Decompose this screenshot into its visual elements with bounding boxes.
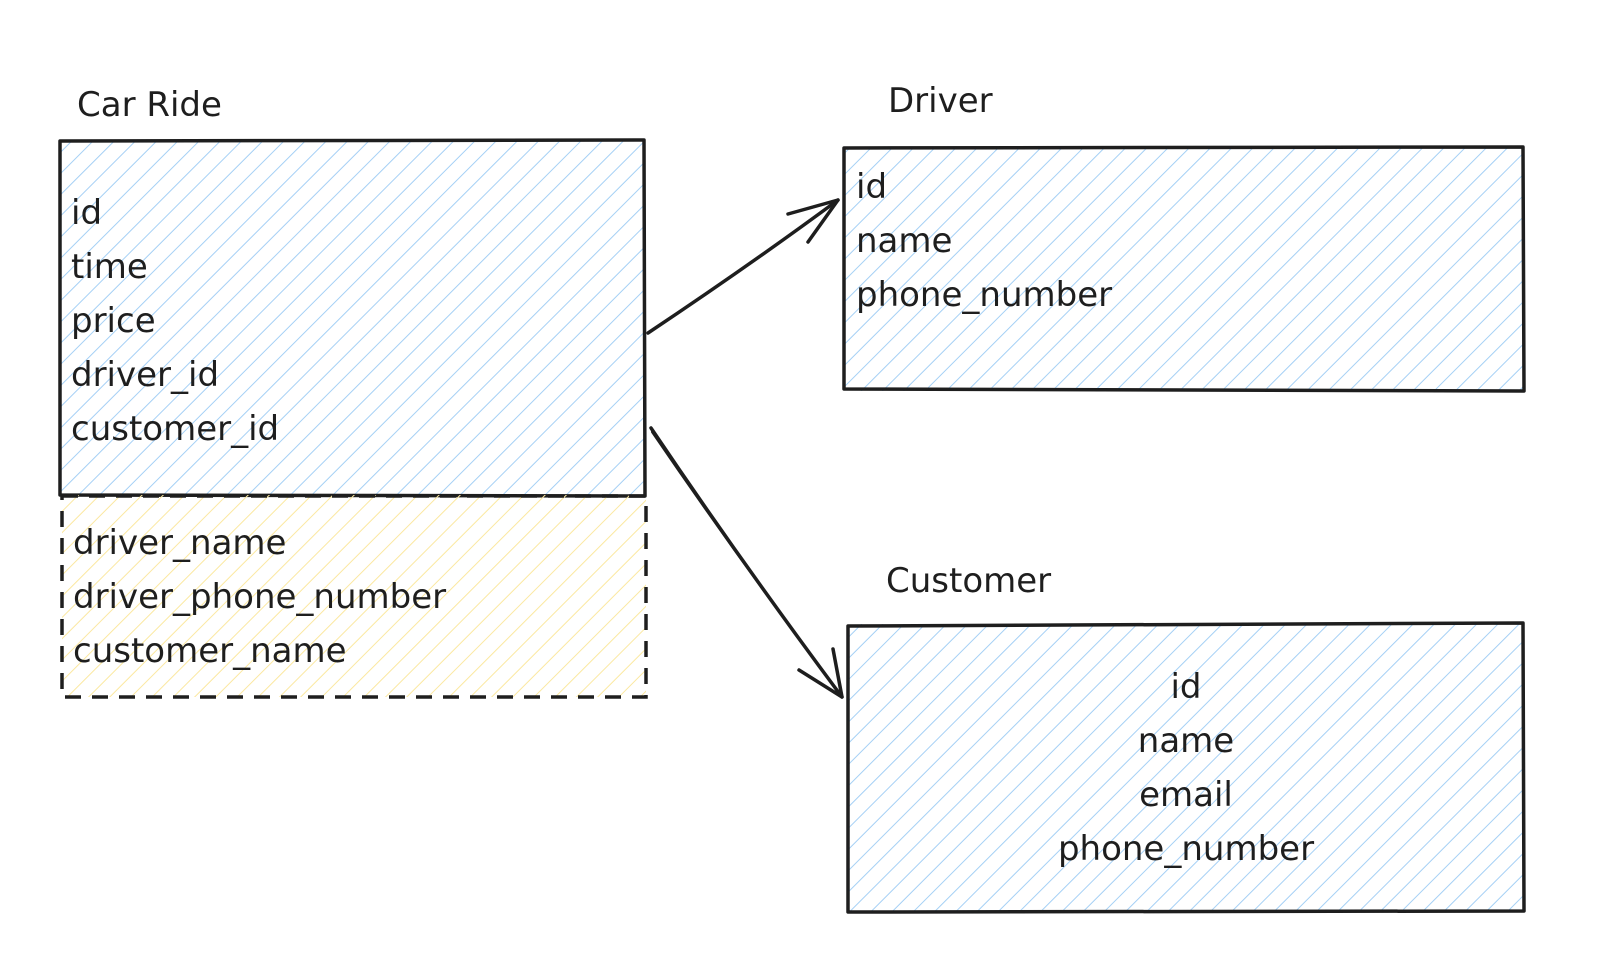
customer-field: email: [1139, 775, 1233, 815]
car-ride-redundant-field: driver_phone_number: [73, 577, 447, 617]
car-ride-field: customer_id: [71, 409, 280, 449]
car-ride-redundant-box[interactable]: [60, 494, 648, 699]
driver-field: name: [856, 221, 953, 261]
customer-field: name: [1137, 721, 1235, 761]
driver-title: Driver: [888, 81, 993, 121]
arrow-to-driver[interactable]: [646, 198, 840, 335]
car-ride-field: price: [71, 301, 156, 341]
driver-field: id: [856, 167, 888, 207]
driver-box[interactable]: [842, 145, 1526, 393]
customer-box[interactable]: [846, 621, 1526, 914]
arrow-to-customer[interactable]: [649, 426, 844, 699]
driver-field: phone_number: [856, 275, 1113, 315]
car-ride-box[interactable]: [58, 138, 647, 498]
car-ride-title: Car Ride: [77, 85, 222, 125]
car-ride-field: driver_id: [71, 355, 220, 395]
customer-field: id: [1170, 667, 1202, 707]
car-ride-field: time: [71, 247, 148, 287]
car-ride-redundant-field: driver_name: [73, 523, 287, 563]
car-ride-redundant-field: customer_name: [73, 631, 347, 671]
customer-field: phone_number: [1057, 829, 1315, 869]
customer-title: Customer: [886, 561, 1052, 601]
car-ride-field: id: [71, 193, 103, 233]
